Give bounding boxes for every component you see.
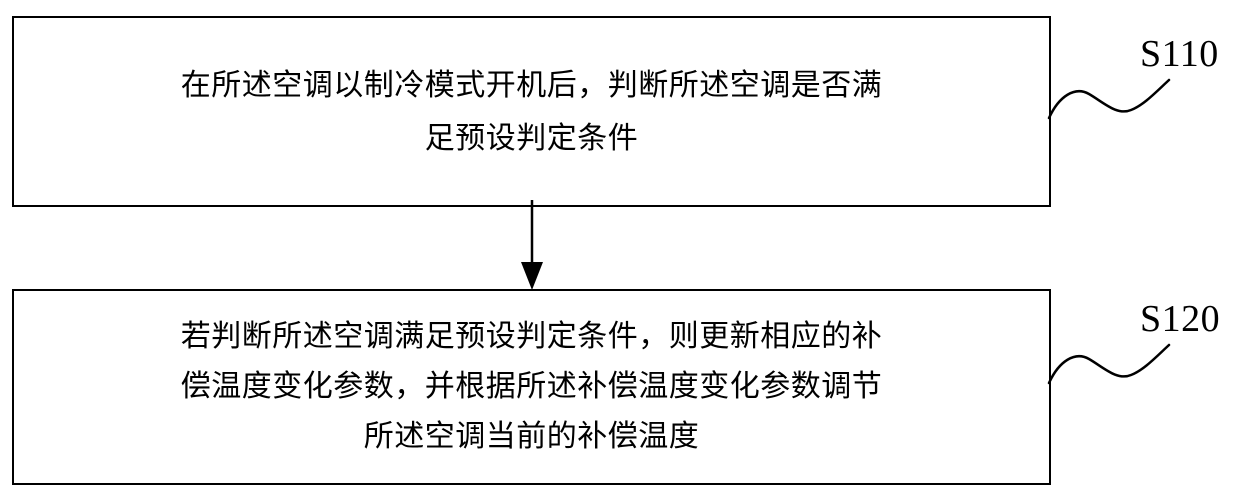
flow-node-s110-line-2: 足预设判定条件	[424, 120, 639, 156]
flow-node-s120-line-1: 若判断所述空调满足预设判定条件，则更新相应的补	[180, 319, 883, 354]
flow-node-s120-line-3: 所述空调当前的补偿温度	[363, 419, 700, 454]
connector-arrow-s110-to-s120	[521, 200, 543, 290]
leader-line-s120-path	[1047, 343, 1171, 385]
flow-node-s110-line-1: 在所述空调以制冷模式开机后，判断所述空调是否满	[180, 67, 883, 103]
connector-arrow-head	[521, 262, 543, 290]
step-label-s120: S120	[1140, 298, 1221, 340]
flow-node-s110: 在所述空调以制冷模式开机后，判断所述空调是否满 足预设判定条件	[12, 16, 1051, 207]
flow-node-s120-line-2: 偿温度变化参数，并根据所述补偿温度变化参数调节	[180, 369, 883, 404]
leader-line-s110-path	[1047, 78, 1171, 120]
flow-node-s120: 若判断所述空调满足预设判定条件，则更新相应的补 偿温度变化参数，并根据所述补偿温…	[12, 289, 1051, 485]
flow-node-s110-text: 在所述空调以制冷模式开机后，判断所述空调是否满 足预设判定条件	[14, 59, 1049, 165]
step-label-s110: S110	[1140, 33, 1219, 75]
flow-node-s120-text: 若判断所述空调满足预设判定条件，则更新相应的补 偿温度变化参数，并根据所述补偿温…	[14, 312, 1049, 462]
